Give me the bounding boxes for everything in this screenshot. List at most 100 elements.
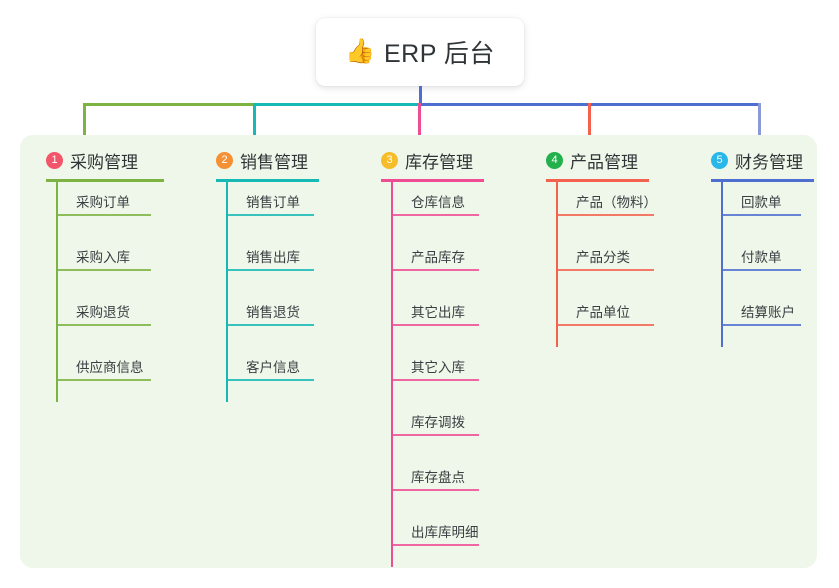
- module-item[interactable]: 产品（物料）: [556, 182, 657, 237]
- column-spine: [56, 182, 58, 402]
- module-item-label: 付款单: [741, 250, 782, 265]
- trunk-vertical: [418, 86, 422, 104]
- module-item-rule: [226, 379, 314, 381]
- column-items: 销售订单销售出库销售退货客户信息: [226, 182, 319, 402]
- module-item[interactable]: 出库库明细: [391, 512, 484, 567]
- module-item[interactable]: 其它出库: [391, 292, 484, 347]
- module-item-rule: [391, 324, 479, 326]
- column-header-rule: [711, 179, 814, 182]
- column-title: 库存管理: [405, 152, 473, 172]
- module-item-rule: [56, 379, 151, 381]
- module-item-rule: [391, 434, 479, 436]
- module-item-label: 库存调拨: [411, 415, 465, 430]
- module-item[interactable]: 产品库存: [391, 237, 484, 292]
- column-header-rule: [381, 179, 484, 182]
- module-item-label: 供应商信息: [76, 360, 144, 375]
- module-item-rule: [56, 214, 151, 216]
- module-item-rule: [226, 324, 314, 326]
- module-item-label: 产品单位: [576, 305, 630, 320]
- column-header-rule: [216, 179, 319, 182]
- column-spine: [226, 182, 228, 402]
- module-item-label: 仓库信息: [411, 195, 465, 210]
- column-number-badge: 5: [711, 151, 728, 169]
- branch-rail-2: [253, 103, 420, 106]
- module-item[interactable]: 销售出库: [226, 237, 319, 292]
- column-title: 产品管理: [570, 152, 638, 172]
- module-item-rule: [391, 544, 479, 546]
- module-item[interactable]: 库存调拨: [391, 402, 484, 457]
- module-item[interactable]: 销售退货: [226, 292, 319, 347]
- module-item-label: 结算账户: [741, 305, 795, 320]
- column-items: 回款单付款单结算账户: [721, 182, 814, 347]
- module-item-label: 采购入库: [76, 250, 130, 265]
- module-item[interactable]: 结算账户: [721, 292, 814, 347]
- module-item[interactable]: 库存盘点: [391, 457, 484, 512]
- module-item-rule: [391, 489, 479, 491]
- column-header-4[interactable]: 4 产品管理: [528, 147, 649, 173]
- module-item[interactable]: 采购退货: [56, 292, 164, 347]
- branch-rail-3: [418, 103, 588, 106]
- root-title: ERP 后台: [383, 40, 495, 68]
- module-item-rule: [556, 269, 654, 271]
- root-node[interactable]: 👍 ERP 后台: [316, 18, 524, 86]
- module-item-label: 产品（物料）: [576, 195, 657, 210]
- module-item-label: 产品分类: [576, 250, 630, 265]
- branch-stub-2: [253, 103, 256, 136]
- module-item[interactable]: 客户信息: [226, 347, 319, 402]
- module-column-4: 4 产品管理产品（物料） 产品分类产品单位: [528, 147, 657, 347]
- module-item-label: 采购退货: [76, 305, 130, 320]
- module-item-label: 出库库明细: [411, 525, 479, 540]
- module-item-rule: [556, 214, 654, 216]
- module-item[interactable]: 仓库信息: [391, 182, 484, 237]
- module-item-label: 客户信息: [246, 360, 300, 375]
- branch-stub-3: [418, 103, 421, 136]
- column-number-badge: 4: [546, 151, 563, 169]
- module-item[interactable]: 其它入库: [391, 347, 484, 402]
- module-item[interactable]: 回款单: [721, 182, 814, 237]
- module-item-rule: [391, 214, 479, 216]
- module-item-rule: [226, 269, 314, 271]
- module-item-rule: [391, 379, 479, 381]
- module-item[interactable]: 采购订单: [56, 182, 164, 237]
- module-item-label: 其它出库: [411, 305, 465, 320]
- branch-stub-5: [758, 103, 761, 136]
- column-number-badge: 1: [46, 151, 63, 169]
- thumbs-up-icon: 👍: [345, 38, 375, 65]
- module-item-label: 其它入库: [411, 360, 465, 375]
- module-item[interactable]: 供应商信息: [56, 347, 164, 402]
- module-item-rule: [721, 214, 801, 216]
- module-item-rule: [721, 324, 801, 326]
- column-header-rule: [46, 179, 164, 182]
- column-title: 财务管理: [735, 152, 803, 172]
- module-column-5: 5 财务管理回款单付款单结算账户: [693, 147, 814, 347]
- module-item[interactable]: 采购入库: [56, 237, 164, 292]
- module-item-label: 回款单: [741, 195, 782, 210]
- column-spine: [556, 182, 558, 347]
- branch-stub-4: [588, 103, 591, 136]
- column-items: 产品（物料） 产品分类产品单位: [556, 182, 657, 347]
- module-item-rule: [226, 214, 314, 216]
- column-items: 采购订单采购入库采购退货供应商信息: [56, 182, 164, 402]
- module-item-label: 采购订单: [76, 195, 130, 210]
- module-item-rule: [556, 324, 654, 326]
- column-header-5[interactable]: 5 财务管理: [693, 147, 814, 173]
- module-item[interactable]: 产品单位: [556, 292, 654, 347]
- column-header-rule: [546, 179, 649, 182]
- column-title: 销售管理: [240, 152, 308, 172]
- module-item[interactable]: 产品分类: [556, 237, 654, 292]
- column-number-badge: 3: [381, 151, 398, 169]
- module-item-rule: [56, 269, 151, 271]
- branch-stub-1: [83, 103, 86, 136]
- column-items: 仓库信息产品库存其它出库其它入库库存调拨库存盘点出库库明细: [391, 182, 484, 567]
- module-item-rule: [56, 324, 151, 326]
- column-header-3[interactable]: 3 库存管理: [363, 147, 484, 173]
- module-item[interactable]: 付款单: [721, 237, 814, 292]
- module-item-label: 销售订单: [246, 195, 300, 210]
- module-item-label: 库存盘点: [411, 470, 465, 485]
- module-item[interactable]: 销售订单: [226, 182, 319, 237]
